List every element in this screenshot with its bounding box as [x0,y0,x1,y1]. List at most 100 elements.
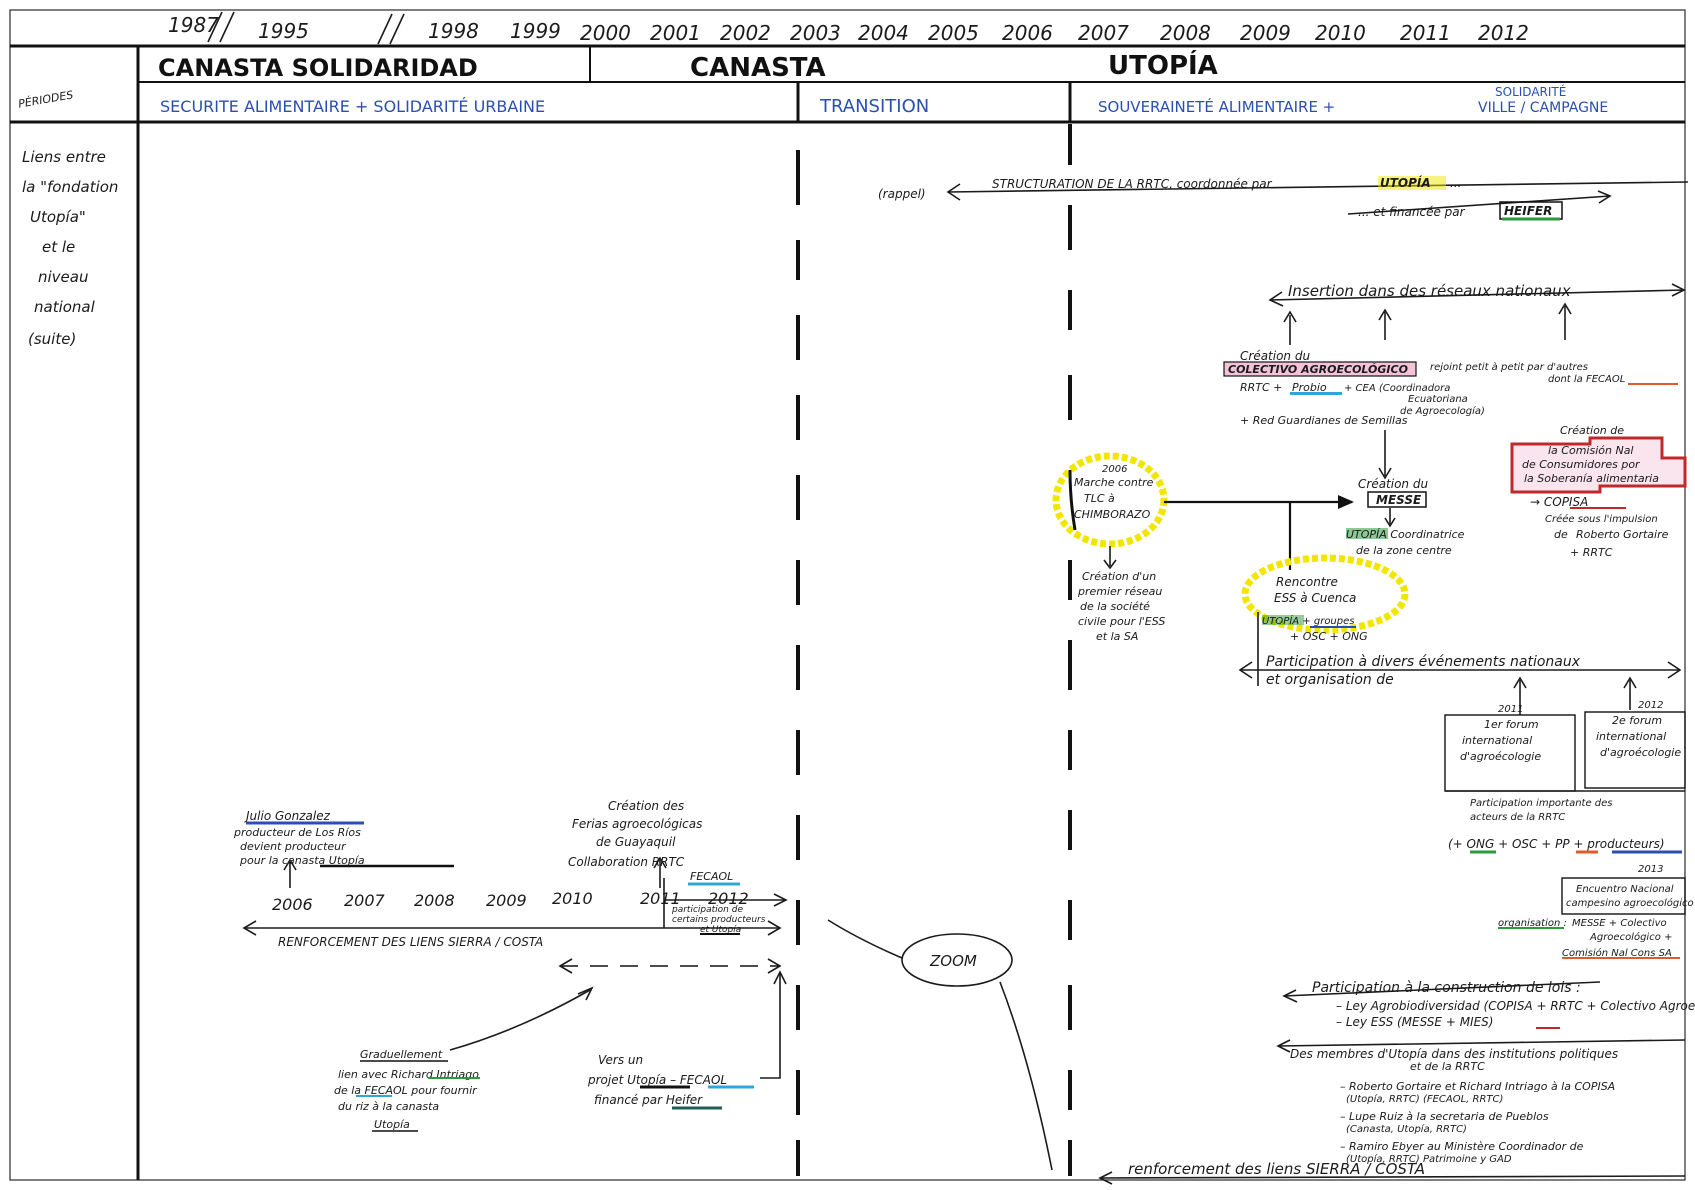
svg-text:2011: 2011 [1498,704,1523,715]
year-label: 1998 [428,19,479,43]
svg-text:... et financée par: ... et financée par [1358,205,1466,219]
rencontre-ess: Rencontre ESS à Cuenca UTOPÍA + groupes … [1241,554,1409,686]
messe-creation: Création du MESSE UTOPÍA Coordinatrice d… [1346,430,1465,557]
svg-text:organisation :: organisation : [1498,918,1567,929]
year-label: 2007 [1078,21,1129,45]
svg-text:lien avec Richard Intriago: lien avec Richard Intriago [338,1068,479,1081]
svg-text:TLC à: TLC à [1084,492,1115,505]
svg-text:Comisión Nal Cons SA: Comisión Nal Cons SA [1562,947,1672,959]
svg-text:de: de [1554,528,1568,541]
svg-text:Roberto Gortaire: Roberto Gortaire [1576,528,1669,541]
year-label: 2003 [790,21,841,45]
svg-text:2006: 2006 [1102,464,1127,475]
svg-text:d'agroécologie: d'agroécologie [1600,746,1681,759]
svg-text:la Comisión Nal: la Comisión Nal [1548,444,1634,457]
svg-text:+ Red Guardianes de Semillas: + Red Guardianes de Semillas [1240,414,1408,427]
svg-text:COLECTIVO AGROECOLÓGICO: COLECTIVO AGROECOLÓGICO [1228,363,1408,376]
svg-text:Probio: Probio [1292,381,1327,394]
zoom-inset: 2006 2007 2008 2009 2010 2011 2012 RENFO… [233,799,1053,1171]
svg-text:Des membres d'Utopía dans des: Des membres d'Utopía dans des institutio… [1290,1047,1618,1061]
year-axis: 1987 1995 1998 1999 2000 2001 2002 2003 … [168,11,1529,45]
svg-text:Encuentro Nacional: Encuentro Nacional [1576,884,1674,895]
insertion-reseaux: Insertion dans des réseaux nationaux Cré… [1223,282,1686,427]
svg-text:civile pour l'ESS: civile pour l'ESS [1078,615,1165,628]
svg-text:de la société: de la société [1080,600,1150,613]
svg-text:de Agroecología): de Agroecología) [1400,405,1485,417]
construction-lois: Participation à la construction de lois … [1282,980,1695,1029]
svg-text:STRUCTURATION DE LA RRTC, coor: STRUCTURATION DE LA RRTC, coordonnée par [992,177,1273,191]
year-label: 2005 [928,21,979,45]
svg-text:et organisation de: et organisation de [1266,672,1394,688]
svg-text:2006: 2006 [272,895,313,914]
svg-text:de la FECAOL pour fournir: de la FECAOL pour fournir [334,1084,478,1097]
marche-chimborazo: 2006 Marche contre TLC à CHIMBORAZO Créa… [1052,452,1354,643]
svg-text:(rappel): (rappel) [878,187,926,201]
svg-text:+ RRTC: + RRTC [1570,546,1613,559]
svg-text:national: national [34,298,96,316]
svg-text:– Roberto Gortaire et Richard: – Roberto Gortaire et Richard Intriago à… [1340,1080,1615,1093]
phase-label-securite: SECURITE ALIMENTAIRE + SOLIDARITÉ URBAIN… [160,97,545,116]
svg-text:– Lupe Ruiz à la secretaria de: – Lupe Ruiz à la secretaria de Pueblos [1340,1110,1549,1123]
svg-text:(+ ONG + OSC + PP + producteur: (+ ONG + OSC + PP + producteurs) [1448,837,1665,851]
svg-text:la Soberanía alimentaria: la Soberanía alimentaria [1524,472,1659,485]
period-title-utopia: UTOPÍA [1108,49,1218,81]
axis-break-marker [377,13,405,45]
svg-text:Liens entre: Liens entre [22,148,106,166]
phase-label-souverainete: SOUVERAINETÉ ALIMENTAIRE + [1098,97,1335,116]
svg-text:2009: 2009 [486,891,527,910]
year-label: 2009 [1240,21,1291,45]
svg-text:campesino agroecológico: campesino agroecológico [1566,897,1694,909]
year-label: 2000 [580,21,631,45]
svg-text:– Ley Agrobiodiversidad (COPIS: – Ley Agrobiodiversidad (COPISA + RRTC +… [1336,999,1695,1013]
svg-text:international: international [1462,734,1532,747]
svg-text:Création d'un: Création d'un [1082,570,1156,583]
svg-text:MESSE + Colectivo: MESSE + Colectivo [1572,918,1667,929]
svg-text:UTOPÍA + groupes: UTOPÍA + groupes [1262,614,1354,627]
year-label: 2011 [1400,21,1451,45]
svg-text:Participation à divers événeme: Participation à divers événements nation… [1266,654,1581,670]
svg-text:2010: 2010 [552,889,593,908]
svg-text:de Consumidores por: de Consumidores por [1522,458,1641,471]
svg-text:devient producteur: devient producteur [240,840,347,853]
svg-text:et le: et le [42,238,75,256]
svg-text:Marche contre: Marche contre [1074,476,1154,489]
svg-text:RENFORCEMENT DES LIENS SIERRA: RENFORCEMENT DES LIENS SIERRA / COSTA [278,935,543,949]
period-title-canasta-solidaridad: CANASTA SOLIDARIDAD [158,54,478,82]
svg-text:et Utopía: et Utopía [700,925,741,935]
svg-text:HEIFER: HEIFER [1504,204,1552,218]
svg-text:(Canasta, Utopía, RRTC): (Canasta, Utopía, RRTC) [1346,1123,1467,1135]
svg-text:Ecuatoriana: Ecuatoriana [1408,394,1468,405]
phase-label-solidarite: SOLIDARITÉ [1495,84,1566,99]
axis-break-marker [207,11,235,43]
svg-text:et la SA: et la SA [1096,630,1138,643]
svg-text:CHIMBORAZO: CHIMBORAZO [1074,508,1151,521]
svg-text:2008: 2008 [414,891,455,910]
svg-text:2013: 2013 [1638,864,1663,875]
svg-text:(suite): (suite) [28,330,76,348]
renforcement-sierra-costa-right: renforcement des liens SIERRA / COSTA [1098,1160,1686,1185]
svg-text:certains producteurs: certains producteurs [672,915,766,925]
svg-text:financé par Heifer: financé par Heifer [594,1093,703,1107]
svg-text:Agroecológico +: Agroecológico + [1589,931,1672,943]
svg-text:la "fondation: la "fondation [22,178,118,196]
svg-text:international: international [1596,730,1666,743]
svg-text:et de la RRTC: et de la RRTC [1410,1060,1485,1073]
svg-text:acteurs de la RRTC: acteurs de la RRTC [1470,812,1565,823]
svg-text:Création du: Création du [1358,477,1428,491]
year-label: 2012 [1478,21,1529,45]
svg-text:1er forum: 1er forum [1484,718,1539,731]
phase-label-ville-campagne: VILLE / CAMPAGNE [1478,100,1608,116]
svg-text:Participation importante des: Participation importante des [1470,798,1613,809]
svg-text:premier réseau: premier réseau [1077,585,1162,598]
year-label: 2004 [858,21,909,45]
svg-text:UTOPÍA: UTOPÍA [1380,175,1431,190]
svg-text:Création des: Création des [608,799,684,813]
svg-text:producteur de Los Ríos: producteur de Los Ríos [233,826,361,839]
svg-text:2007: 2007 [344,891,386,910]
year-label: 2001 [650,21,701,45]
svg-text:dont la FECAOL: dont la FECAOL [1548,374,1625,385]
svg-text:participation de: participation de [671,905,743,915]
year-label: 2006 [1002,21,1053,45]
svg-text:MESSE: MESSE [1376,493,1422,507]
